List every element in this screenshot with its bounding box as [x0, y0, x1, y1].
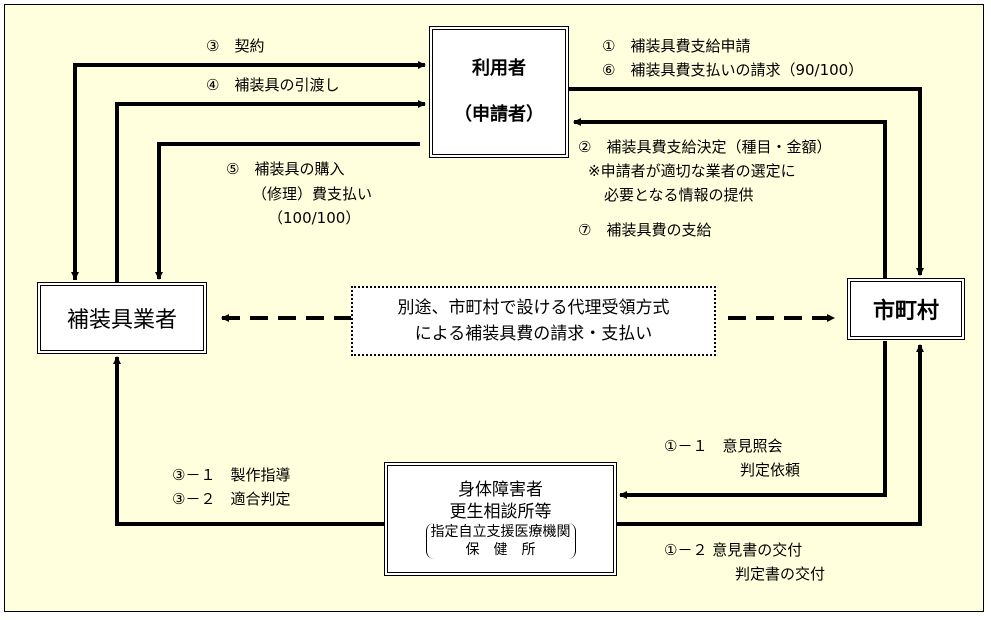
user-label: 利用者: [472, 58, 526, 79]
arrow-payment: [155, 142, 420, 280]
label-step3-2: ③－２ 適合判定: [172, 490, 291, 508]
node-consultation: 身体障害者 更生相談所等 指定自立支援医療機関 保 健 所: [384, 462, 617, 576]
vendor-label: 補装具業者: [66, 308, 177, 333]
proxy-note-box: 別途、市町村で設ける代理受領方式 による補装具費の請求・支払い: [351, 286, 716, 356]
label-step2: ② 補装具費支給決定（種目・金額）: [578, 138, 832, 156]
label-step1-1-line1: ①－１ 意見照会: [664, 437, 783, 455]
consultation-alternatives: 指定自立支援医療機関 保 健 所: [425, 523, 576, 559]
label-step1-2-line2: 判定書の交付: [735, 565, 826, 583]
arrow-guidance: [113, 356, 386, 526]
proxy-note-line1: 別途、市町村で設ける代理受領方式: [397, 298, 670, 318]
label-step1-1-line2: 判定依頼: [740, 461, 801, 479]
node-municipality: 市町村: [847, 278, 965, 340]
consultation-line1: 身体障害者: [458, 480, 543, 500]
label-step1: ① 補装具費支給申請: [602, 37, 751, 55]
arrow-application: [568, 87, 924, 276]
label-step3: ③ 契約: [206, 37, 265, 55]
arrow-opinion: [616, 344, 924, 526]
consultation-line2: 更生相談所等: [449, 502, 552, 522]
municipality-label: 市町村: [872, 299, 939, 324]
arrow-decision: [573, 118, 887, 280]
label-step6: ⑥ 補装具費支払いの請求（90/100）: [602, 61, 864, 79]
node-vendor: 補装具業者: [37, 282, 207, 354]
node-user: 利用者 （申請者）: [429, 26, 569, 158]
label-step4: ④ 補装具の引渡し: [206, 76, 340, 94]
arrow-inquiry: [619, 341, 887, 499]
arrow-delivery: [115, 100, 426, 282]
consultation-sub2: 保 健 所: [465, 542, 536, 558]
label-step2-note2: 必要となる情報の提供: [604, 186, 754, 204]
user-sublabel: （申請者）: [454, 104, 544, 125]
label-step5-line1: ⑤ 補装具の購入: [226, 160, 345, 178]
label-step2-note1: ※申請者が適切な業者の選定に: [588, 162, 796, 180]
label-step3-1: ③－１ 製作指導: [172, 466, 291, 484]
label-step5-line3: （100/100）: [268, 209, 361, 227]
consultation-sub1: 指定自立支援医療機関: [430, 524, 571, 540]
label-step1-2-line1: ①－２ 意見書の交付: [664, 541, 803, 559]
label-step7: ⑦ 補装具費の支給: [578, 221, 712, 239]
proxy-note-line2: による補装具費の請求・支払い: [414, 324, 653, 344]
label-step5-line2: （修理）費支払い: [252, 185, 373, 203]
